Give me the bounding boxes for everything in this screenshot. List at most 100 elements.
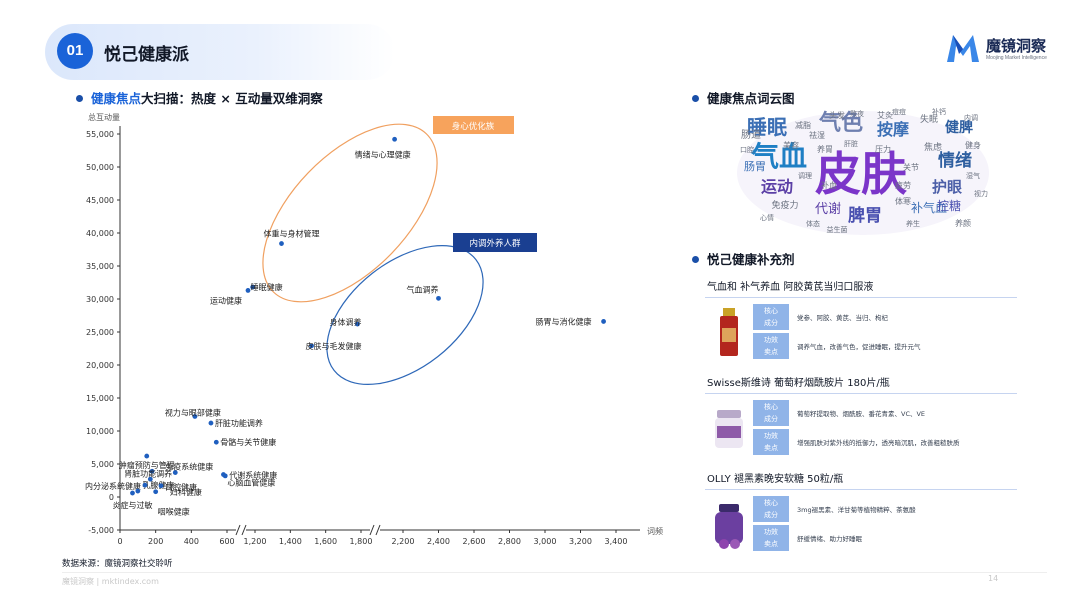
word-cloud: 皮肤气血睡眠气色按摩情绪健脾运动脾胃护眼代谢补气血控糖肠胃肠道免疫力压力失眠焦虑… — [737, 108, 989, 235]
core-ingredients-text: 葡萄籽提取物、烟酰胺、番花青素、VC、VE — [797, 410, 926, 418]
data-point — [309, 343, 314, 349]
cloud-word: 健身 — [965, 140, 981, 150]
cloud-word: 补气血 — [911, 200, 947, 215]
benefits-tag: 功效卖点 — [753, 333, 789, 359]
data-point-label: 视力与眼部健康 — [165, 407, 221, 417]
cloud-word: 养生 — [906, 219, 920, 228]
chart-points: 情绪与心理健康体重与身材管理睡眠健康运动健康气血调养身体调养皮肤与毛发健康肠胃与… — [85, 136, 606, 517]
gummy-bottle-icon — [715, 504, 743, 549]
group-ellipse-body-mind — [262, 123, 438, 303]
cloud-word: 肝脏 — [844, 139, 858, 148]
x-tick-label: 3,200 — [569, 537, 592, 546]
section-number-badge: 01 — [57, 33, 93, 69]
data-point-label: 情绪与心理健康 — [355, 149, 411, 159]
core-ingredients-tag: 核心成分 — [753, 304, 789, 330]
brand-tagline: Moojing Market Intelligence — [986, 55, 1047, 61]
x-tick-label: 3,000 — [534, 537, 557, 546]
benefits-text: 舒缓情绪、助力好睡眠 — [797, 535, 862, 543]
x-tick-label: 400 — [184, 537, 199, 546]
cloud-word: 睡眠 — [747, 115, 787, 139]
y-tick-label: -5,000 — [88, 526, 114, 535]
x-tick-label: 3,400 — [605, 537, 628, 546]
group-tag-inner-outer — [453, 233, 537, 252]
cloud-word: 肠道 — [741, 128, 761, 141]
heading-rest: 大扫描：热度 × 互动量双维洞察 — [141, 91, 323, 106]
product-title: Swisse斯维诗 葡萄籽烟酰胺片 180片/瓶 — [705, 374, 1017, 394]
page-title: 悦己健康派 — [104, 45, 189, 65]
cloud-word: 压力 — [875, 144, 891, 154]
data-point-label: 妇科健康 — [170, 487, 202, 497]
y-axis-label: 总互动量 — [88, 112, 120, 122]
cloud-word: 益生菌 — [827, 225, 848, 234]
cloud-word: 脾胃 — [848, 205, 882, 226]
x-tick-label: 2,200 — [392, 537, 415, 546]
cloud-word: 视力 — [974, 189, 988, 198]
axis-break-gap — [370, 525, 380, 535]
cloud-word: 艾灸 — [877, 110, 893, 120]
axis-break-mark — [235, 524, 241, 536]
data-point-label: 咽喉健康 — [158, 507, 190, 517]
axis-break-gap — [236, 525, 246, 535]
cloud-word: 关节 — [903, 162, 919, 172]
cloud-word: 疲劳 — [895, 180, 911, 190]
data-point-label: 心脑血管健康 — [227, 478, 275, 488]
cloud-word: 痘痘 — [892, 108, 906, 116]
core-ingredients-tag: 核心成分 — [753, 496, 789, 522]
y-tick-label: 50,000 — [86, 163, 114, 172]
cloud-word: 减脂 — [795, 120, 811, 130]
group-ellipse-inner-outer — [326, 245, 484, 385]
data-point — [601, 319, 606, 324]
data-point-label: 乳腺健康 — [142, 480, 174, 490]
bullet-dot-icon — [692, 256, 699, 263]
x-tick-label: 2,600 — [463, 537, 486, 546]
cloud-word: 口腔 — [740, 145, 754, 154]
data-point-label: 肾脏功能调养 — [124, 468, 172, 478]
data-point — [135, 488, 141, 494]
data-point — [158, 483, 164, 489]
product-card-olly: OLLY 褪黑素晚安软糖 50粒/瓶 核心成分 3mg褪黑素、洋甘菊等植物精粹、… — [705, 470, 1017, 572]
data-point-label: 气血调养 — [407, 284, 439, 294]
scatter-chart: 总互动量词频55,00050,00045,00040,00035,00030,0… — [85, 112, 663, 546]
cloud-word: 头发 — [829, 110, 845, 120]
cloud-word: 补血 — [821, 180, 837, 190]
core-ingredients-text: 3mg褪黑素、洋甘菊等植物精粹、茶氨酸 — [797, 506, 916, 514]
data-point-label: 体重与身材管理 — [264, 229, 320, 239]
word-cloud-background — [737, 111, 989, 235]
oral-liquid-bottle-icon — [720, 308, 738, 356]
data-point — [436, 295, 441, 301]
supplement-jar-icon — [715, 410, 743, 448]
core-ingredients-text: 党参、阿胶、黄芪、当归、枸杞 — [797, 314, 888, 322]
benefits-tag: 功效卖点 — [753, 525, 789, 551]
group-tag-label: 身心优化族 — [452, 121, 495, 132]
data-point — [130, 490, 135, 496]
x-tick-label: 1,200 — [244, 537, 267, 546]
x-tick-label: 2,800 — [498, 537, 521, 546]
data-point — [208, 420, 214, 426]
benefits-text: 调养气血，改善气色，促进睡眠，提升元气 — [797, 343, 921, 351]
data-point — [213, 439, 219, 445]
product-title: OLLY 褪黑素晚安软糖 50粒/瓶 — [705, 470, 1017, 490]
x-tick-label: 2,400 — [427, 537, 450, 546]
cloud-word: 祛湿 — [809, 130, 825, 140]
data-point-label: 肝脏功能调养 — [215, 418, 263, 428]
y-tick-label: 20,000 — [86, 361, 114, 370]
axis-break-mark — [241, 524, 247, 536]
y-tick-label: 30,000 — [86, 295, 114, 304]
footer-divider — [62, 572, 1047, 573]
product-title: 气血和 补气养血 阿胶黄芪当归口服液 — [705, 278, 1017, 298]
axis-break-mark — [369, 524, 375, 536]
chart-section-heading: 健康焦点大扫描：热度 × 互动量双维洞察 — [76, 88, 323, 107]
cloud-word: 皮肤 — [815, 147, 907, 201]
data-point — [149, 468, 155, 474]
data-point — [392, 136, 397, 142]
data-point — [147, 476, 153, 482]
data-point-label: 口腔健康 — [165, 482, 197, 492]
axis-break-mark — [375, 524, 381, 536]
data-point — [192, 414, 198, 419]
y-tick-label: 5,000 — [91, 460, 114, 469]
data-point-label: 运动健康 — [210, 295, 242, 305]
cloud-word: 内调 — [964, 113, 978, 122]
x-tick-label: 1,800 — [350, 537, 373, 546]
data-point-label: 肠胃与消化健康 — [536, 316, 592, 326]
